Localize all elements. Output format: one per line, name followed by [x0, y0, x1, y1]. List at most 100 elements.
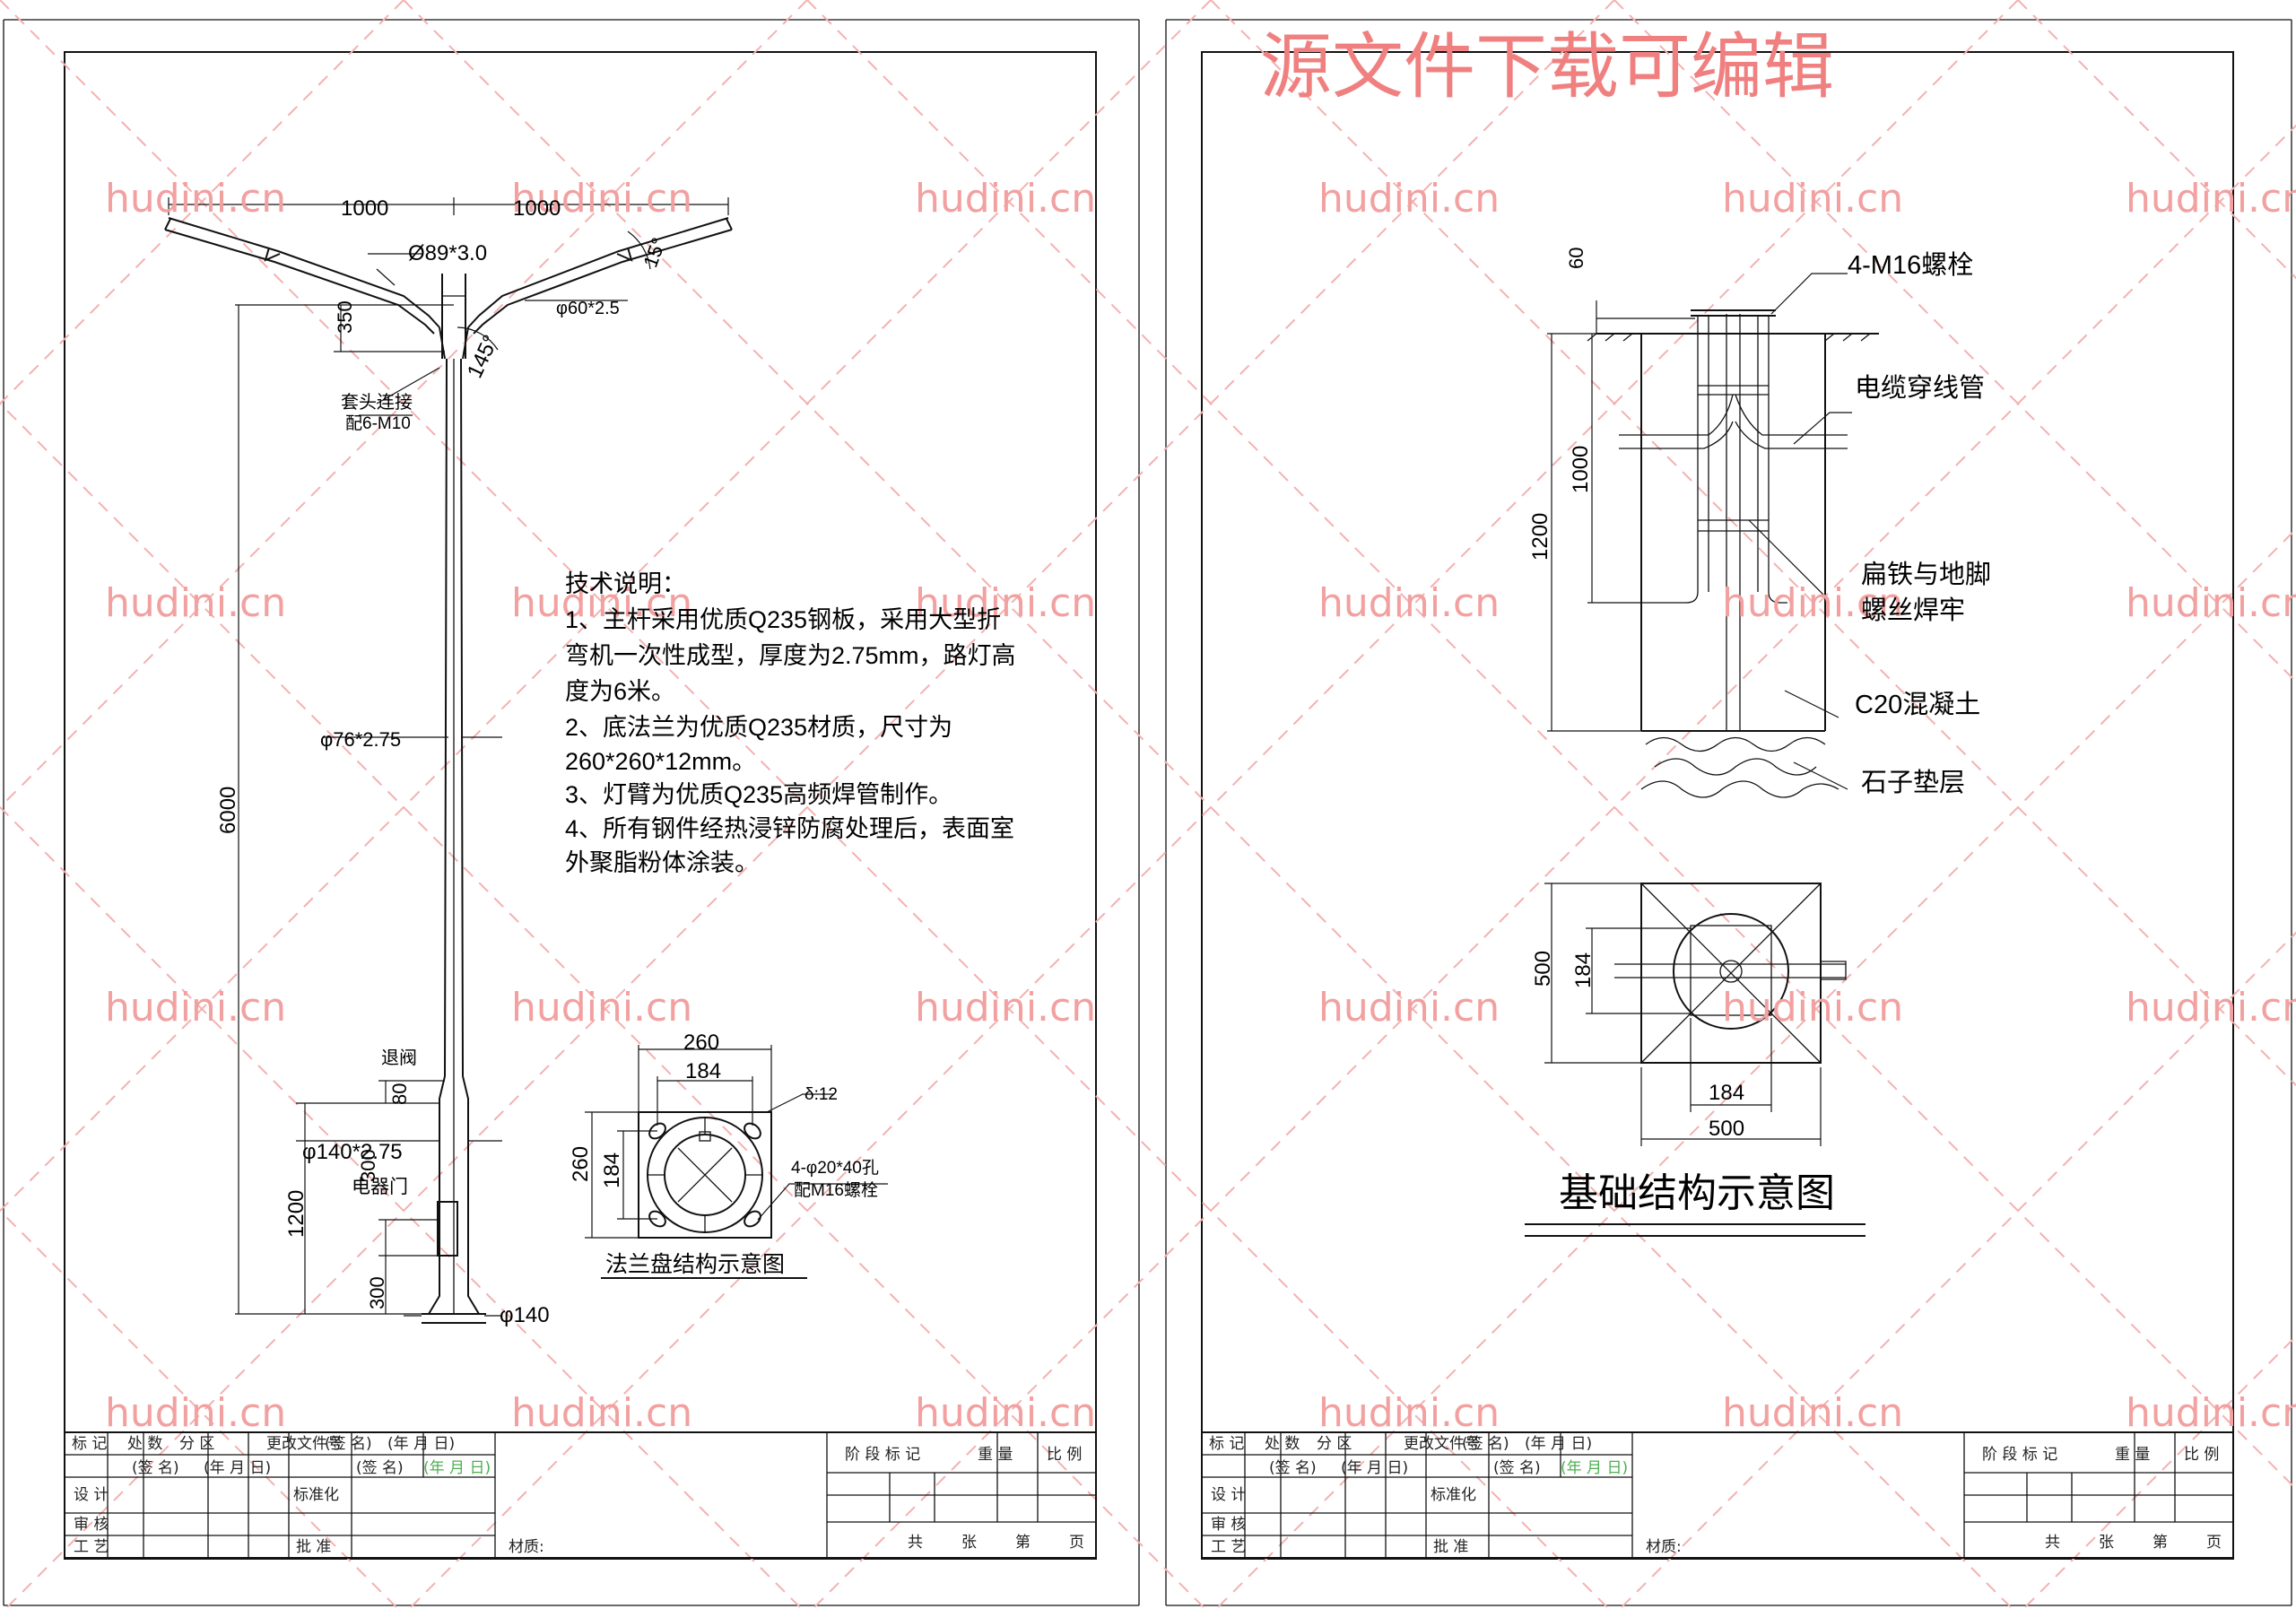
sign2-label: (签 名) [356, 1459, 404, 1477]
flange-thickness: δ:12 [804, 1085, 838, 1104]
foundation-section [1547, 273, 1879, 798]
sheet-count-label: 共 [908, 1534, 923, 1552]
label-concrete: C20混凝土 [1855, 690, 1980, 719]
flange-outer-height: 260 [569, 1146, 593, 1182]
left-sheet-frame [3, 19, 1140, 1606]
title-block-left: 标 记处 数分 区更改文件号(签 名)(年 月 日)阶 段 标 记重 量比 例设… [64, 1431, 1097, 1559]
notes-line: 260*260*12mm。 [565, 748, 756, 775]
design-label: 设 计 [74, 1486, 109, 1504]
title-block-header: (年 月 日) [1525, 1435, 1592, 1453]
dim-arm-angle: 15° [639, 235, 670, 271]
dim-door-width: 300 [357, 1149, 379, 1182]
flange-caption: 法兰盘结构示意图 [605, 1252, 785, 1277]
sheet-count-label: 页 [1069, 1534, 1084, 1552]
title-block-header: 分 区 [179, 1435, 214, 1453]
title-block-header: 更改文件号 [1404, 1435, 1480, 1453]
title-block-header: 标 记 [72, 1435, 107, 1453]
label-socket-joint: 套头连接 [341, 392, 413, 413]
watermark-text: hudini.cn [105, 176, 286, 222]
header-title: 源文件下载可编辑 [1260, 25, 1834, 109]
approve-label: 批 准 [296, 1538, 331, 1556]
label-door: 电器门 [352, 1177, 408, 1197]
dim-base-height: 1200 [284, 1190, 309, 1238]
sheet-count-label: 共 [2045, 1534, 2060, 1552]
flange-inner-height: 184 [600, 1152, 624, 1188]
watermark-text: hudini.cn [105, 580, 286, 626]
label-bolts: 4-M16螺栓 [1848, 250, 1973, 280]
standard-label: 标准化 [293, 1486, 339, 1504]
sign2-label: (签 名) [1493, 1459, 1541, 1477]
date-green-label: (年 月 日) [1561, 1459, 1628, 1477]
title-block-header: (签 名) [1462, 1435, 1509, 1453]
dim-top: 60 [1565, 248, 1587, 269]
date-label: (年 月 日) [204, 1459, 271, 1477]
sheet-count-label: 张 [2099, 1534, 2114, 1552]
flange-outer-width: 260 [683, 1031, 719, 1055]
plan-dim-width: 500 [1709, 1117, 1744, 1141]
weight-label: 重 量 [2115, 1446, 2150, 1464]
process-label: 工 艺 [1211, 1538, 1246, 1556]
flange-holes: 4-φ20*40孔 [791, 1158, 879, 1178]
watermark-text: hudini.cn [915, 1390, 1096, 1436]
dim-arm-pipe: φ60*2.5 [556, 299, 620, 318]
flange-labels: 260 184 260 184 δ:12 4-φ20*40孔 配M16螺栓 法兰… [569, 1031, 879, 1277]
watermark-text: hudini.cn [105, 985, 286, 1031]
standard-label: 标准化 [1431, 1486, 1476, 1504]
foundation-plan [1525, 883, 1866, 1237]
dim-main-pipe: φ76*2.75 [320, 728, 401, 751]
notes-line: 4、所有钢件经热浸锌防腐处理后，表面室 [565, 815, 1014, 842]
notes-line: 度为6米。 [565, 678, 675, 705]
dim-base-pipe: φ140*2.75 [302, 1140, 403, 1164]
notes-line: 弯机一次性成型，厚度为2.75mm，路灯高 [565, 642, 1016, 669]
design-label: 设 计 [1211, 1486, 1246, 1504]
title-block-header: (签 名) [325, 1435, 372, 1453]
date-label: (年 月 日) [1341, 1459, 1408, 1477]
process-label: 工 艺 [74, 1538, 109, 1556]
plan-dim-bolt-width: 184 [1709, 1081, 1744, 1105]
flange-inner-width: 184 [685, 1059, 721, 1083]
watermark-text: hudini.cn [915, 176, 1096, 222]
watermark-text: hudini.cn [1722, 176, 1903, 222]
title-block-header: 标 记 [1209, 1435, 1244, 1453]
label-conduit: 电缆穿线管 [1855, 373, 1985, 403]
flange-plan [585, 1045, 888, 1279]
watermark-text: hudini.cn [511, 580, 692, 626]
watermark-text: hudini.cn [2126, 985, 2296, 1031]
watermark-text: hudini.cn [1318, 176, 1500, 222]
dim-height: 6000 [216, 787, 240, 834]
dim-door-top: 80 [388, 1083, 411, 1105]
plan-dim-height: 500 [1531, 951, 1555, 987]
sheet-count-label: 页 [2206, 1534, 2222, 1552]
title-block-right: 标 记处 数分 区更改文件号(签 名)(年 月 日)阶 段 标 记重 量比 例设… [1201, 1431, 2234, 1559]
dim-arm-right: 1000 [513, 196, 561, 221]
notes-line: 2、底法兰为优质Q235材质，尺寸为 [565, 714, 952, 741]
watermark-text: hudini.cn [1722, 985, 1903, 1031]
label-flat-iron-2: 螺丝焊牢 [1861, 596, 1965, 625]
review-label: 审 核 [74, 1516, 109, 1534]
watermark-text: hudini.cn [511, 985, 692, 1031]
approve-label: 批 准 [1433, 1538, 1468, 1556]
date-green-label: (年 月 日) [423, 1459, 491, 1477]
sheet-count-label: 第 [1015, 1534, 1031, 1552]
weight-label: 重 量 [978, 1446, 1013, 1464]
stage-label: 阶 段 标 记 [1982, 1446, 2057, 1464]
sheet-count-label: 张 [961, 1534, 977, 1552]
plan-dim-bolt-height: 184 [1571, 952, 1596, 988]
title-block-header: 更改文件号 [266, 1435, 343, 1453]
stage-label: 阶 段 标 记 [845, 1446, 920, 1464]
title-block-header: 处 数 [1265, 1435, 1300, 1453]
watermark-text: hudini.cn [1318, 580, 1500, 626]
dim-embed: 1000 [1569, 446, 1593, 493]
watermark-text: hudini.cn [1318, 1390, 1500, 1436]
watermark-text: hudini.cn [511, 176, 692, 222]
watermark-text: hudini.cn [105, 1390, 286, 1436]
notes-line: 1、主杆采用优质Q235钢板，采用大型折 [565, 606, 1001, 633]
foundation-labels: 60 1000 1200 4-M16螺栓 电缆穿线管 扁铁与地脚 螺丝焊牢 C2… [1528, 248, 1991, 1215]
foundation-caption: 基础结构示意图 [1559, 1171, 1835, 1215]
sheet-count-label: 第 [2152, 1534, 2168, 1552]
dim-rise: 350 [334, 300, 356, 334]
pole-elevation [164, 197, 733, 1324]
dim-arm-left: 1000 [341, 196, 388, 221]
scale-label: 比 例 [2184, 1446, 2219, 1464]
dim-depth: 1200 [1528, 513, 1552, 561]
